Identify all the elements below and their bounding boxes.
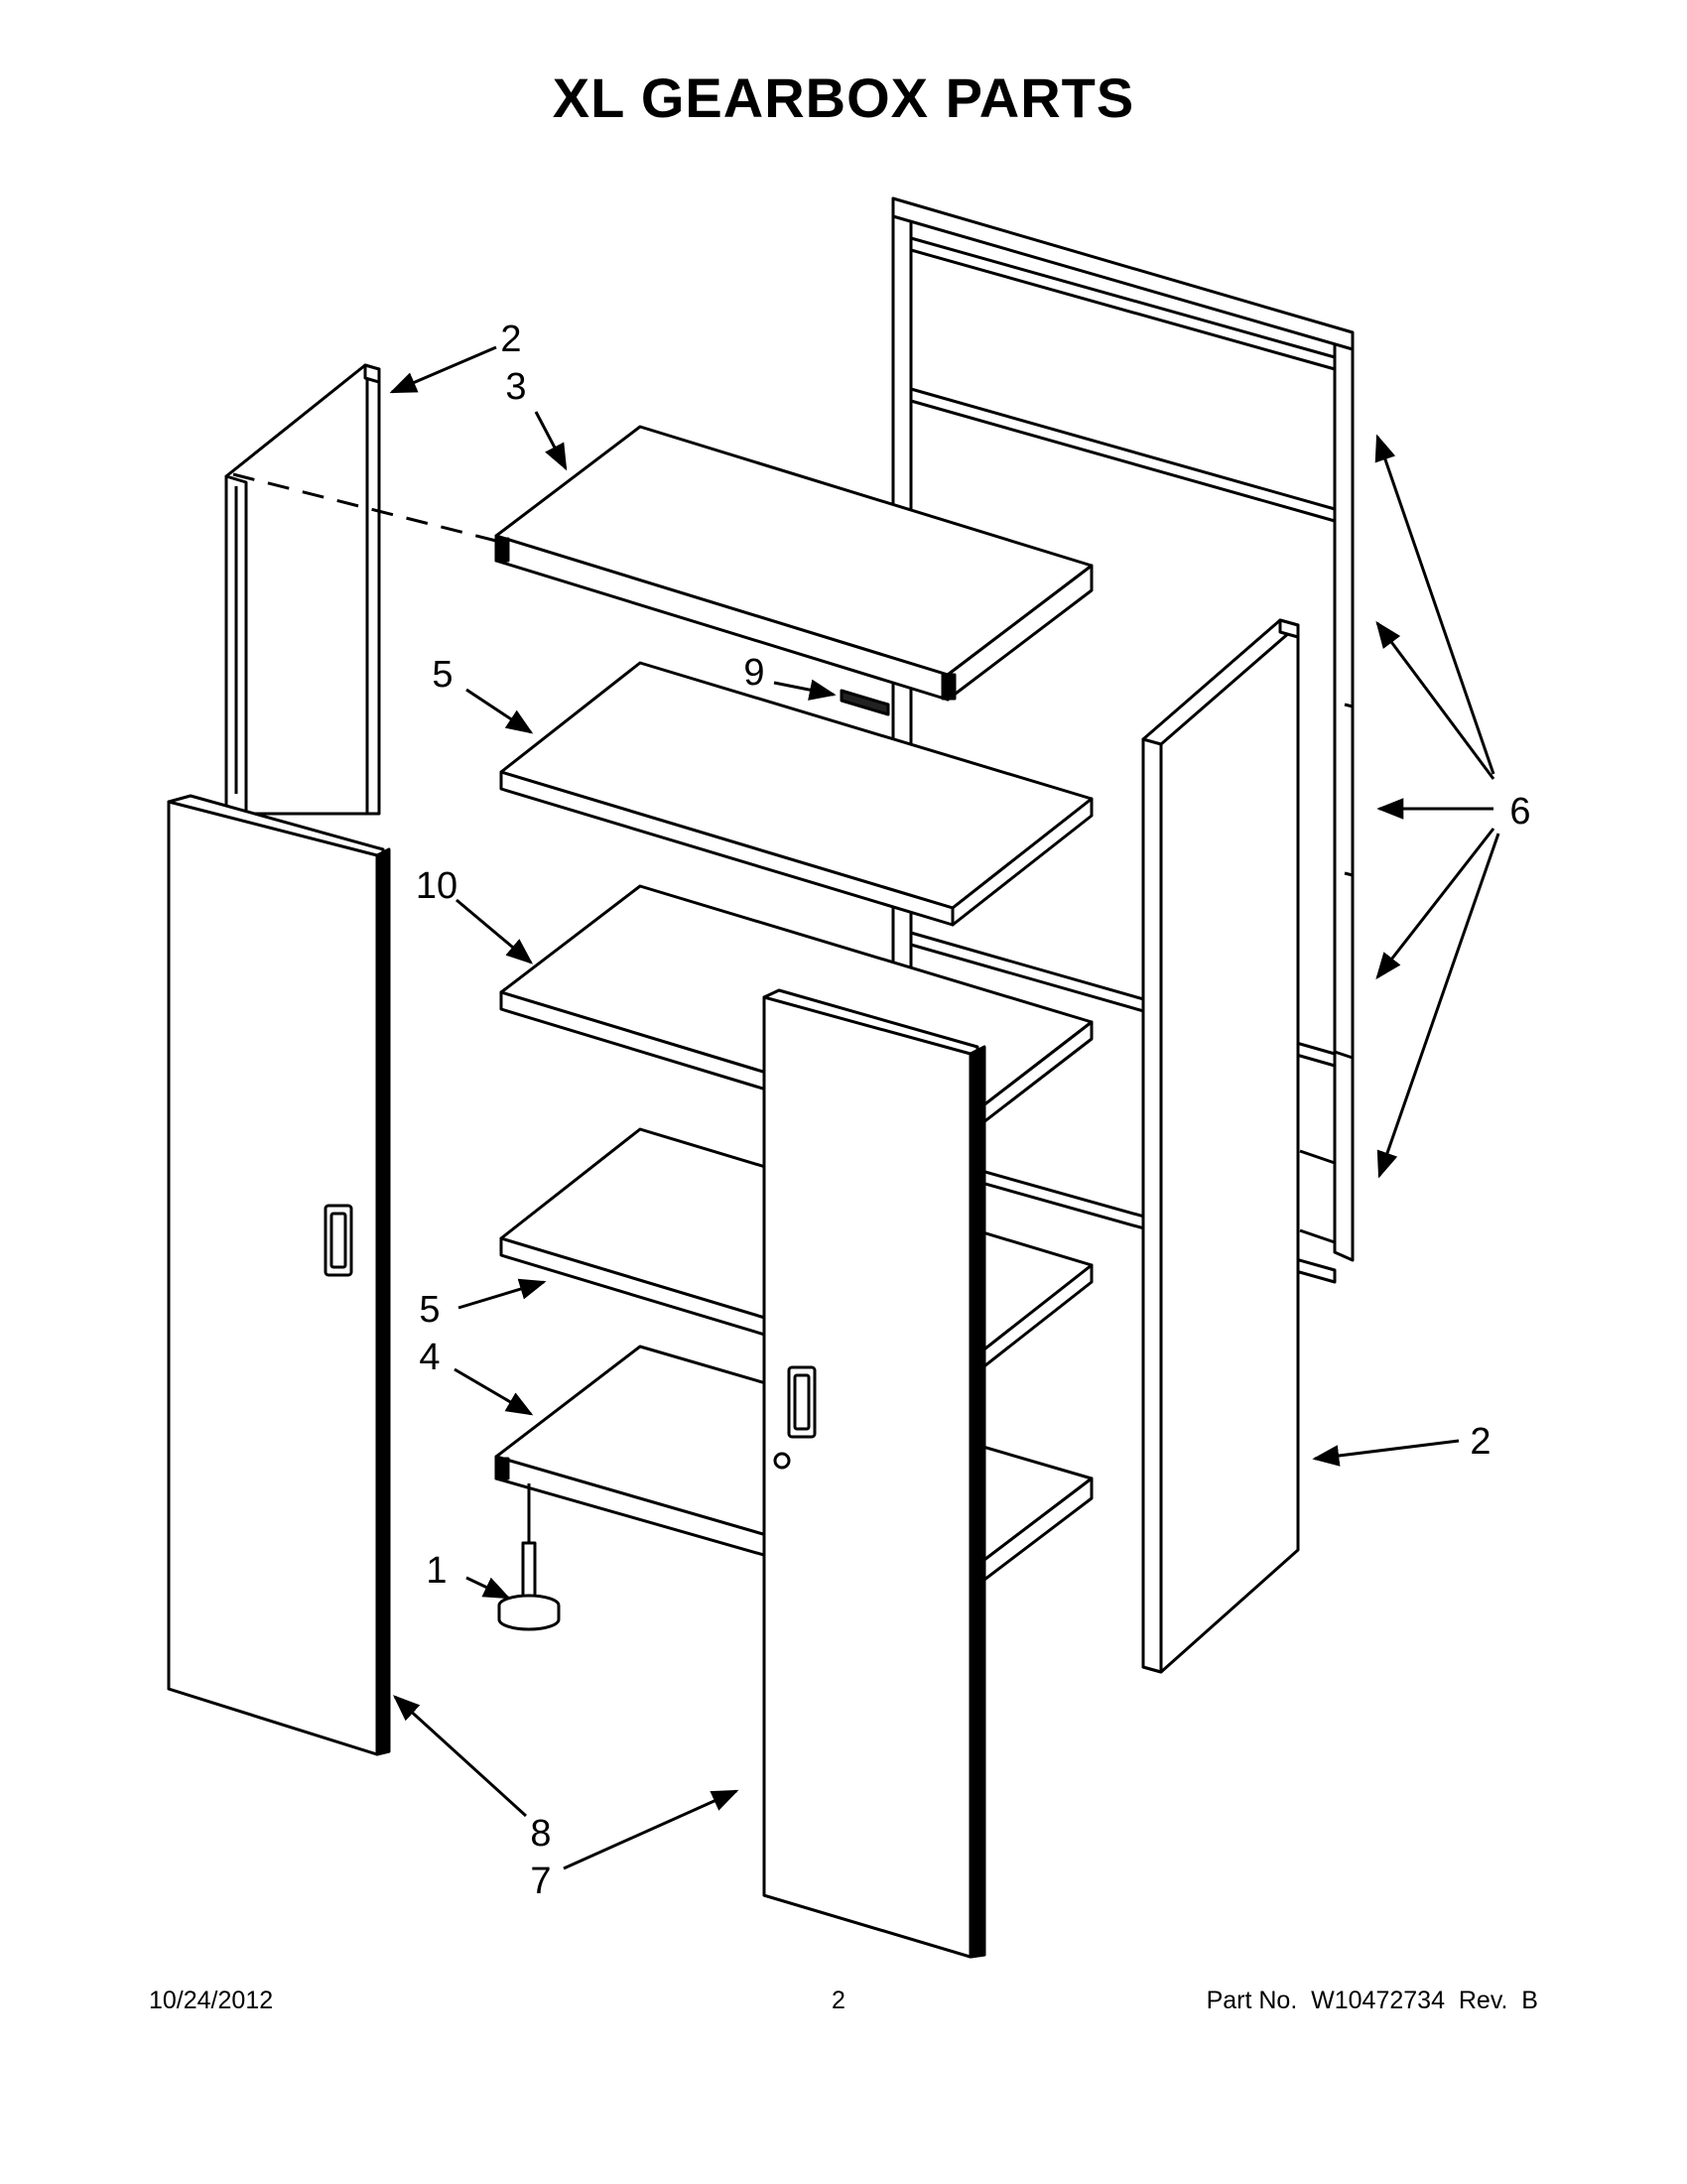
shelf-2 xyxy=(499,661,1094,927)
shelf-top xyxy=(494,425,1094,702)
callout-4: 4 xyxy=(419,1337,440,1378)
left-door xyxy=(167,794,391,1756)
leveling-leg xyxy=(497,1483,561,1631)
right-door xyxy=(762,988,986,1959)
callout-10: 10 xyxy=(416,865,457,907)
callout-7: 7 xyxy=(530,1861,551,1902)
footer-page-number: 2 xyxy=(832,1987,845,2014)
callout-5-upper: 5 xyxy=(432,654,453,696)
callout-6: 6 xyxy=(1509,791,1530,833)
page-title: XL GEARBOX PARTS xyxy=(552,66,1135,129)
right-side-panel xyxy=(1141,618,1300,1674)
left-side-panel xyxy=(224,363,381,816)
footer-date: 10/24/2012 xyxy=(149,1987,274,2014)
footer-part-number: Part No. W10472734 Rev. B xyxy=(1206,1987,1538,2014)
shelf-label xyxy=(840,689,890,716)
callout-1: 1 xyxy=(426,1550,447,1592)
callout-3: 3 xyxy=(505,366,526,408)
callout-9: 9 xyxy=(743,652,764,694)
callout-5-lower: 5 xyxy=(419,1289,440,1331)
callout-2-left-panel: 2 xyxy=(500,319,521,360)
callout-2-right-panel: 2 xyxy=(1470,1421,1491,1463)
callout-8: 8 xyxy=(530,1813,551,1855)
